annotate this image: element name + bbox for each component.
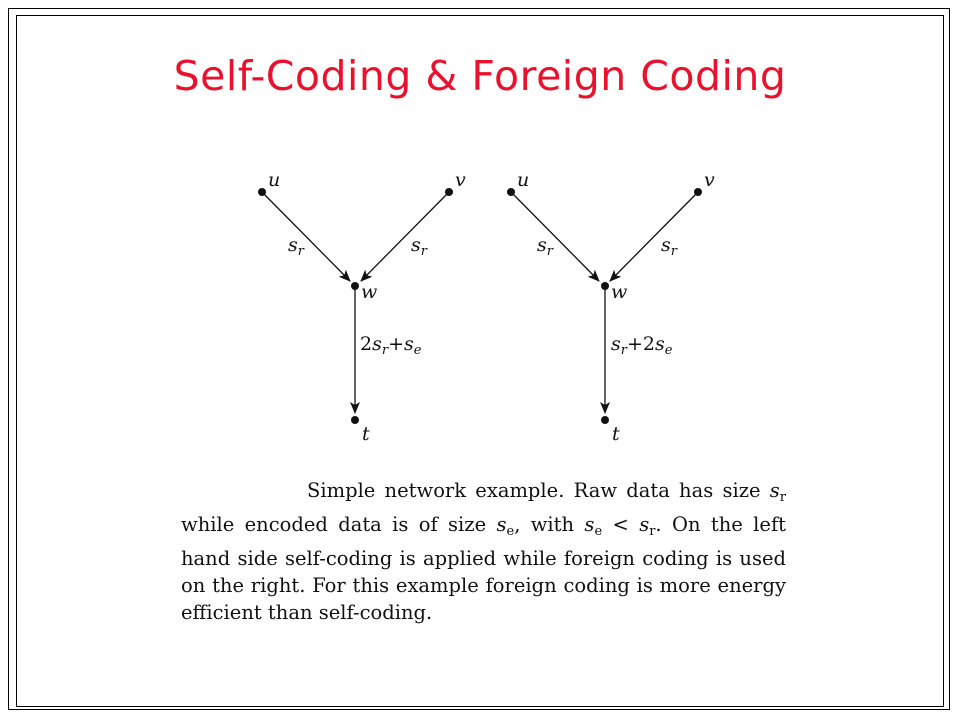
edge-u-w <box>510 191 600 282</box>
node-w-label: w <box>611 281 627 303</box>
edge-w-t-label: 2sr+se <box>360 333 422 358</box>
node-v-label: v <box>455 169 466 191</box>
node-u <box>507 188 515 196</box>
caption-line-1: Simple network example. Raw data has <box>307 479 714 502</box>
slide-inner-border <box>16 15 944 707</box>
foreign-coding-diagram: u v w t sr sr sr+2se <box>507 169 715 445</box>
caption-size-text: size <box>722 479 770 502</box>
node-t <box>601 416 609 424</box>
caption-var-enc: s <box>496 513 507 536</box>
node-t-label: t <box>362 423 370 445</box>
slide-outer-border <box>8 8 950 710</box>
caption-sub-raw-2: r <box>649 524 656 539</box>
node-t-label: t <box>612 423 620 445</box>
slide-title: Self-Coding & Foreign Coding <box>173 52 787 100</box>
edge-v-w <box>360 191 450 282</box>
caption-var-raw-2: s <box>639 513 650 536</box>
caption-var-enc-2: s <box>584 513 595 536</box>
node-w-label: w <box>361 281 377 303</box>
caption-lt: < <box>602 513 640 536</box>
node-w <box>351 282 359 290</box>
edge-u-w-label: sr <box>537 234 554 259</box>
caption-var-raw: s <box>769 479 780 502</box>
node-u-label: u <box>517 169 529 191</box>
caption-with-text: , with <box>514 513 585 536</box>
node-w <box>601 282 609 290</box>
node-v <box>694 188 702 196</box>
caption-period: . <box>655 513 662 536</box>
figure-caption: Simple network example. Raw data has siz… <box>181 477 786 626</box>
edge-u-w-label: sr <box>288 234 305 259</box>
edge-u-w <box>261 191 351 282</box>
caption-sub-enc: e <box>506 524 515 539</box>
node-v <box>445 188 453 196</box>
self-coding-diagram: u v w t sr sr 2sr+se <box>258 169 466 445</box>
node-u <box>258 188 266 196</box>
edge-v-w-label: sr <box>661 234 678 259</box>
caption-sub-enc-2: e <box>594 524 603 539</box>
node-u-label: u <box>268 169 280 191</box>
edge-w-t-label: sr+2se <box>611 333 673 358</box>
caption-rest: On the left hand side self-coding is app… <box>181 513 786 624</box>
caption-sub-raw: r <box>779 490 786 505</box>
edge-v-w <box>609 191 699 282</box>
caption-encoded-text: while encoded data is of size <box>181 513 497 536</box>
edge-v-w-label: sr <box>411 234 428 259</box>
node-t <box>351 416 359 424</box>
node-v-label: v <box>704 169 715 191</box>
